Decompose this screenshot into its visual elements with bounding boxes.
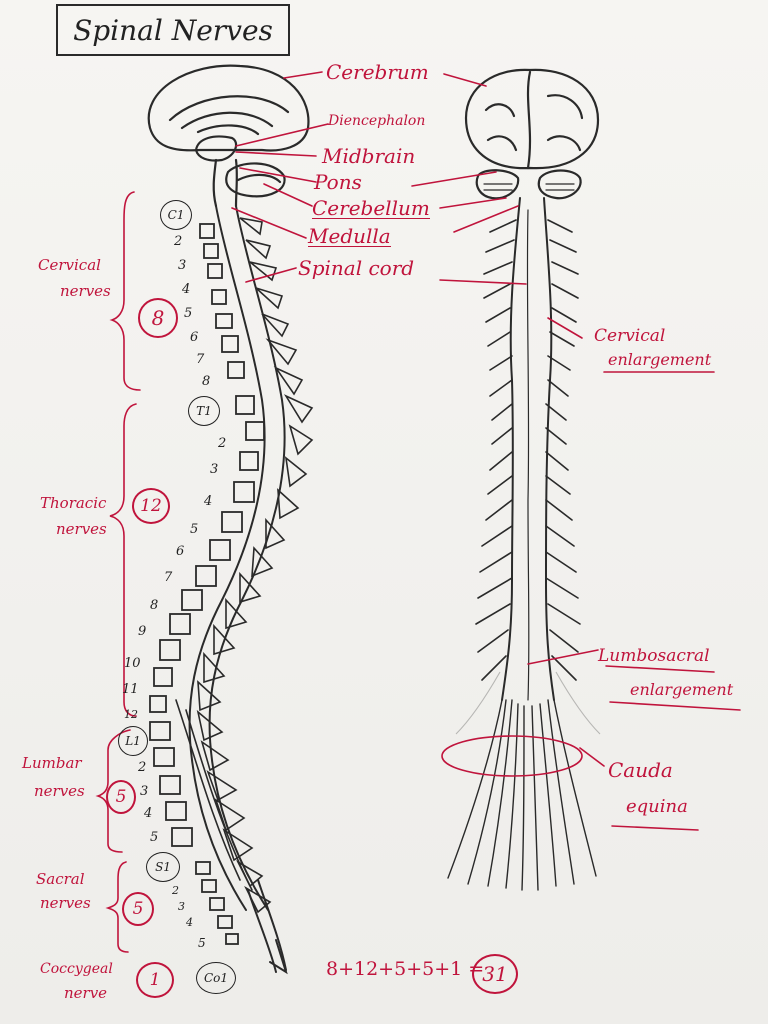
- group-thoracic-name-1: Thoracic: [40, 494, 107, 512]
- thoracic-number: 4: [204, 494, 213, 509]
- lateral-cerebrum: [147, 64, 310, 152]
- thoracic-number: 12: [124, 708, 138, 721]
- group-cervical-name-1: Cervical: [38, 256, 101, 274]
- label-cervical-enlargement-1: Cervical: [594, 326, 666, 346]
- cauda-equina-ring: [441, 735, 583, 777]
- cervical-number: 3: [178, 258, 187, 273]
- lumbar-number: 3: [140, 784, 149, 799]
- cervical-number: 4: [182, 282, 191, 297]
- vertebra-t1: T1: [188, 396, 220, 426]
- label-cerebrum: Cerebrum: [326, 60, 429, 84]
- sacral-bracket: [105, 861, 129, 953]
- group-sacral-count: 5: [122, 892, 154, 926]
- group-lumbar-name-1: Lumbar: [22, 754, 82, 772]
- group-lumbar-name-2: nerves: [34, 782, 85, 800]
- posterior-cord-left: [501, 197, 521, 701]
- nerve-count-equation: 8+12+5+5+1 =: [326, 958, 485, 980]
- label-pons: Pons: [314, 170, 362, 194]
- label-cervical-enlargement-2: enlargement: [608, 350, 712, 369]
- thoracic-number: 11: [122, 682, 139, 697]
- cervical-vertebrae: [199, 223, 245, 379]
- sacral-vertebrae: [195, 861, 239, 945]
- thoracic-bracket: [109, 403, 137, 717]
- cauda-equina-strands: [447, 699, 597, 891]
- vertebra-c1: C1: [160, 200, 192, 230]
- posterior-cerebellum: [475, 169, 520, 200]
- page-title: Spinal Nerves: [56, 4, 290, 56]
- vertebra-s1: S1: [146, 852, 180, 882]
- label-cauda-equina-2: equina: [626, 796, 688, 817]
- cervical-number: 7: [196, 352, 205, 367]
- cervical-number: 2: [174, 234, 183, 249]
- group-cervical-name-2: nerves: [60, 282, 111, 300]
- posterior-cerebrum: [464, 68, 600, 170]
- group-coccygeal-count: 1: [136, 962, 174, 998]
- lumbar-bracket: [95, 729, 131, 853]
- label-lumbosacral-enlargement-2: enlargement: [630, 680, 734, 699]
- group-lumbar-count: 5: [106, 780, 136, 814]
- thoracic-number: 5: [190, 522, 199, 537]
- sacral-number: 5: [198, 936, 206, 950]
- sacral-number: 4: [186, 916, 193, 929]
- lumbar-number: 5: [150, 830, 159, 845]
- label-cauda-equina-1: Cauda: [608, 758, 673, 782]
- cervical-number: 8: [202, 374, 211, 389]
- lateral-spinal-cord-back: [208, 205, 286, 911]
- thoracic-number: 9: [138, 624, 147, 639]
- group-cervical-count: 8: [138, 298, 178, 338]
- vertebra-l1: L1: [118, 726, 148, 756]
- cervical-bracket: [109, 191, 141, 391]
- thoracic-number: 10: [124, 656, 141, 671]
- group-thoracic-name-2: nerves: [56, 520, 107, 538]
- lateral-diencephalon: [194, 135, 238, 162]
- label-diencephalon: Diencephalon: [328, 113, 426, 129]
- label-spinal-cord: Spinal cord: [298, 256, 415, 280]
- label-midbrain: Midbrain: [322, 144, 416, 168]
- label-lumbosacral-enlargement-1: Lumbosacral: [598, 646, 710, 666]
- lateral-spinal-cord-front: [188, 205, 266, 911]
- vertebra-co1: Co1: [196, 962, 236, 994]
- posterior-cord-right: [543, 197, 555, 701]
- group-sacral-name-1: Sacral: [36, 870, 85, 888]
- lumbar-number: 4: [144, 806, 153, 821]
- thoracic-number: 2: [218, 436, 227, 451]
- nerve-count-total: 31: [472, 954, 518, 994]
- thoracic-vertebrae: [149, 395, 265, 713]
- lumbar-vertebrae: [149, 721, 193, 847]
- thoracic-number: 6: [176, 544, 185, 559]
- thoracic-number: 3: [210, 462, 219, 477]
- thoracic-number: 8: [150, 598, 159, 613]
- lumbar-number: 2: [138, 760, 147, 775]
- thoracic-number: 7: [164, 570, 173, 585]
- group-sacral-name-2: nerves: [40, 894, 91, 912]
- cervical-number: 6: [190, 330, 199, 345]
- label-medulla: Medulla: [308, 224, 391, 248]
- group-thoracic-count: 12: [132, 488, 170, 524]
- cervical-number: 5: [184, 306, 193, 321]
- group-coccygeal-name-2: nerve: [64, 984, 108, 1002]
- label-cerebellum: Cerebellum: [312, 196, 430, 220]
- group-coccygeal-name-1: Coccygeal: [40, 961, 113, 977]
- sacral-number: 2: [172, 884, 179, 897]
- sacral-number: 3: [178, 900, 185, 913]
